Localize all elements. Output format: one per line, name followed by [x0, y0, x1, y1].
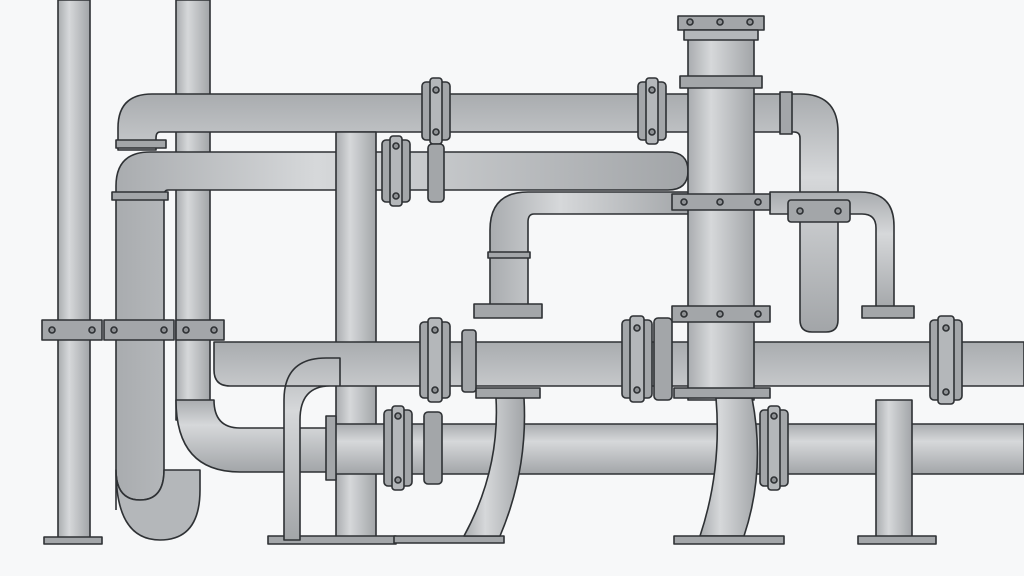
- flange-lower-2: [423, 411, 443, 485]
- large-vertical-column: [671, 15, 785, 545]
- flange-middle-4: [653, 317, 673, 401]
- flange-lower-3: [759, 405, 789, 491]
- right-elbow-pipe: [769, 191, 937, 545]
- flange-second-1: [381, 135, 411, 207]
- flange-middle-1: [419, 317, 451, 403]
- flange-lower-1: [383, 405, 413, 491]
- second-horizontal-pipe: [111, 151, 689, 541]
- vertical-pipe-left: [175, 0, 211, 421]
- flange-right-elbow: [787, 199, 851, 223]
- flange-middle-3: [621, 315, 653, 403]
- upper-horizontal-pipe: [115, 91, 839, 333]
- vertical-pipe-far-left: [43, 0, 103, 545]
- flange-second-2: [427, 143, 445, 203]
- flange-upper-1: [421, 77, 451, 145]
- flange-middle-base: [475, 387, 771, 399]
- flange-lower-left: [325, 415, 337, 481]
- left-flange-band: [41, 319, 225, 341]
- flange-middle-2: [461, 329, 477, 393]
- flange-upper-2: [637, 77, 667, 145]
- flange-middle-5: [929, 315, 963, 405]
